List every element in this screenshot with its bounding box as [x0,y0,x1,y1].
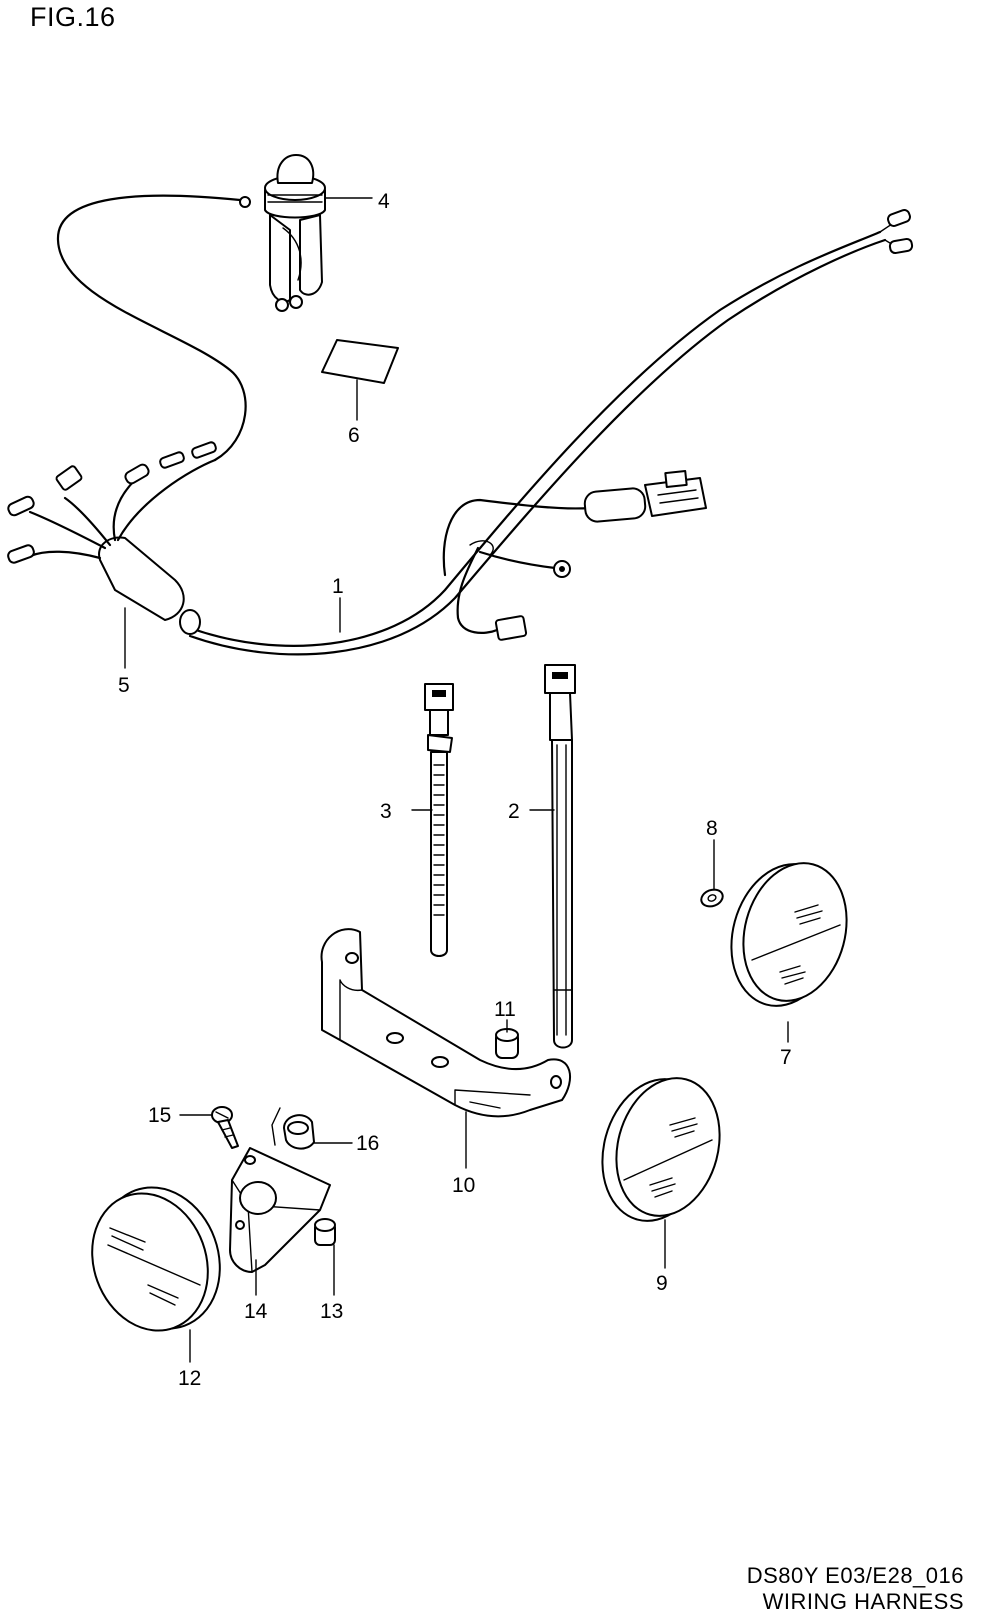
long-cable-tie-part [544,664,576,1049]
nut-11-part [495,1028,519,1059]
switch-part [264,154,326,312]
callout-7: 7 [780,1046,792,1069]
wiring-harness-part [7,194,914,656]
small-bracket-part [229,1147,331,1273]
callout-6: 6 [348,424,360,447]
left-reflector-part [91,1186,221,1332]
callout-4: 4 [378,190,390,213]
footer: DS80Y E03/E28_016 WIRING HARNESS [747,1563,964,1615]
nut-16-part [271,1107,315,1150]
right-reflector-part [730,862,848,1007]
callout-11: 11 [494,998,516,1021]
callout-14: 14 [244,1300,268,1323]
callout-16: 16 [356,1132,379,1155]
bracket-part [320,928,571,1118]
washer-part [700,888,724,908]
callout-labels: 4 6 1 5 3 2 8 7 11 10 15 16 14 13 9 12 [118,190,792,1390]
leader-lines [124,197,789,1363]
callout-9: 9 [656,1272,668,1295]
callout-5: 5 [118,674,130,697]
callout-15: 15 [148,1104,171,1127]
callout-1: 1 [332,575,344,598]
callout-12: 12 [178,1367,201,1390]
nut-13-part [314,1218,336,1246]
callout-8: 8 [706,817,718,840]
callout-3: 3 [380,800,392,823]
screw-part [211,1106,239,1149]
middle-reflector-part [601,1077,721,1222]
callout-2: 2 [508,800,520,823]
short-cable-tie-part [424,683,454,957]
callout-10: 10 [452,1174,475,1197]
footer-code: DS80Y E03/E28_016 [746,1563,964,1588]
label-sticker-part [321,339,399,384]
footer-title: WIRING HARNESS [762,1589,964,1614]
callout-13: 13 [320,1300,343,1323]
figure-label: FIG.16 [30,2,116,32]
